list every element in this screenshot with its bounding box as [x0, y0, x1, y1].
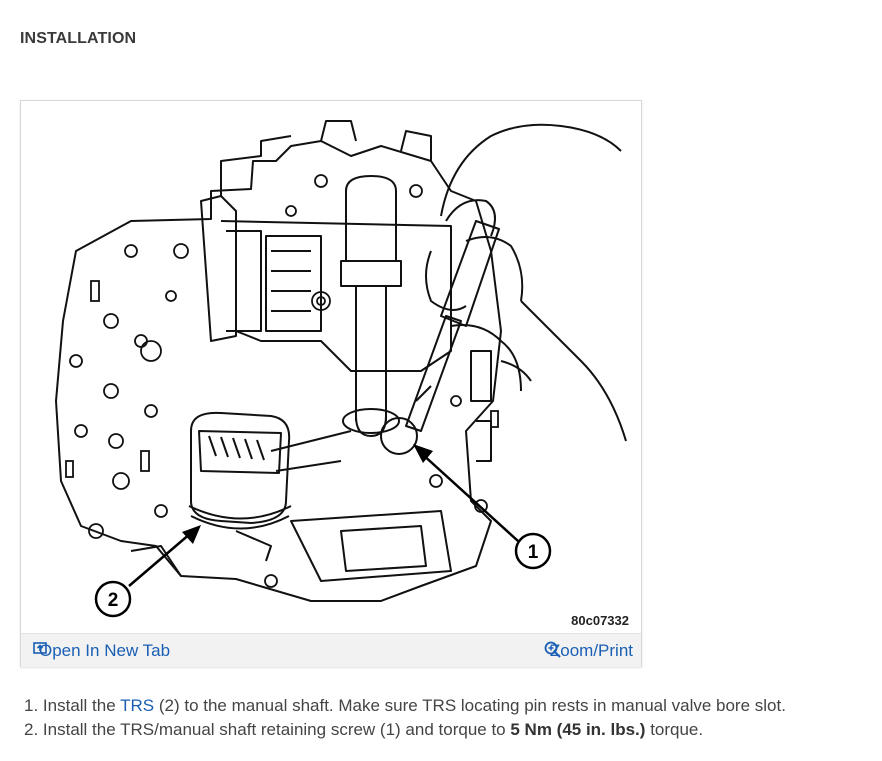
list-item: 2. Install the TRS/manual shaft retainin… — [24, 718, 786, 742]
figure-toolbar: Open In New Tab Zoom/Print — [21, 633, 641, 667]
step-text: (2) to the manual shaft. Make sure TRS l… — [158, 696, 786, 715]
step-text: Install the TRS/manual shaft retaining s… — [42, 720, 506, 739]
callout-2-label: 2 — [108, 590, 119, 611]
figure-panel: 1 2 80c07332 Open In New Tab Zoom/Print — [20, 100, 642, 667]
section-heading: INSTALLATION — [20, 30, 137, 47]
step-text: torque. — [650, 720, 704, 739]
figure-id: 80c07332 — [571, 613, 629, 628]
transmission-illustration[interactable]: 1 2 — [21, 101, 641, 631]
list-item: 1. Install the TRS (2) to the manual sha… — [24, 694, 786, 718]
step-text: Install the — [42, 696, 116, 715]
zoom-print-link[interactable]: Zoom/Print — [544, 641, 633, 661]
step-number: 1. — [24, 696, 39, 715]
open-new-tab-link[interactable]: Open In New Tab — [33, 641, 170, 661]
torque-value: 5 Nm (45 in. lbs.) — [510, 720, 646, 739]
callout-1-label: 1 — [528, 542, 539, 563]
zoom-print-label: Zoom/Print — [549, 641, 633, 660]
trs-link[interactable]: TRS — [120, 696, 155, 715]
step-number: 2. — [24, 720, 39, 739]
open-new-tab-label: Open In New Tab — [39, 641, 171, 660]
instruction-list: 1. Install the TRS (2) to the manual sha… — [24, 694, 786, 742]
